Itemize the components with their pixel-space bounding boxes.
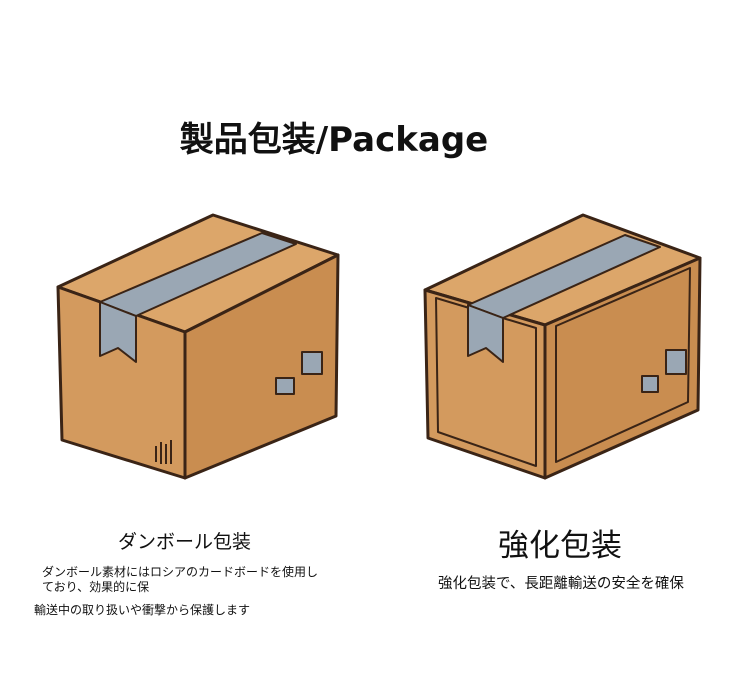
cardboard-caption: ダンボール包装 xyxy=(118,531,252,553)
page-title: 製品包装/Package xyxy=(179,120,489,160)
reinforced-description: 強化包装で、長距離輸送の安全を確保 xyxy=(438,576,684,592)
cardboard-description-2: 輸送中の取り扱いや衝撃から保護します xyxy=(34,603,251,617)
cardboard-description: ダンボール素材にはロシアのカードボードを使用しており、効果的に保 xyxy=(42,565,319,594)
reinforced-caption: 強化包装 xyxy=(498,528,622,564)
reinforced-box-illustration xyxy=(423,213,702,480)
cardboard-box-illustration xyxy=(56,213,340,480)
